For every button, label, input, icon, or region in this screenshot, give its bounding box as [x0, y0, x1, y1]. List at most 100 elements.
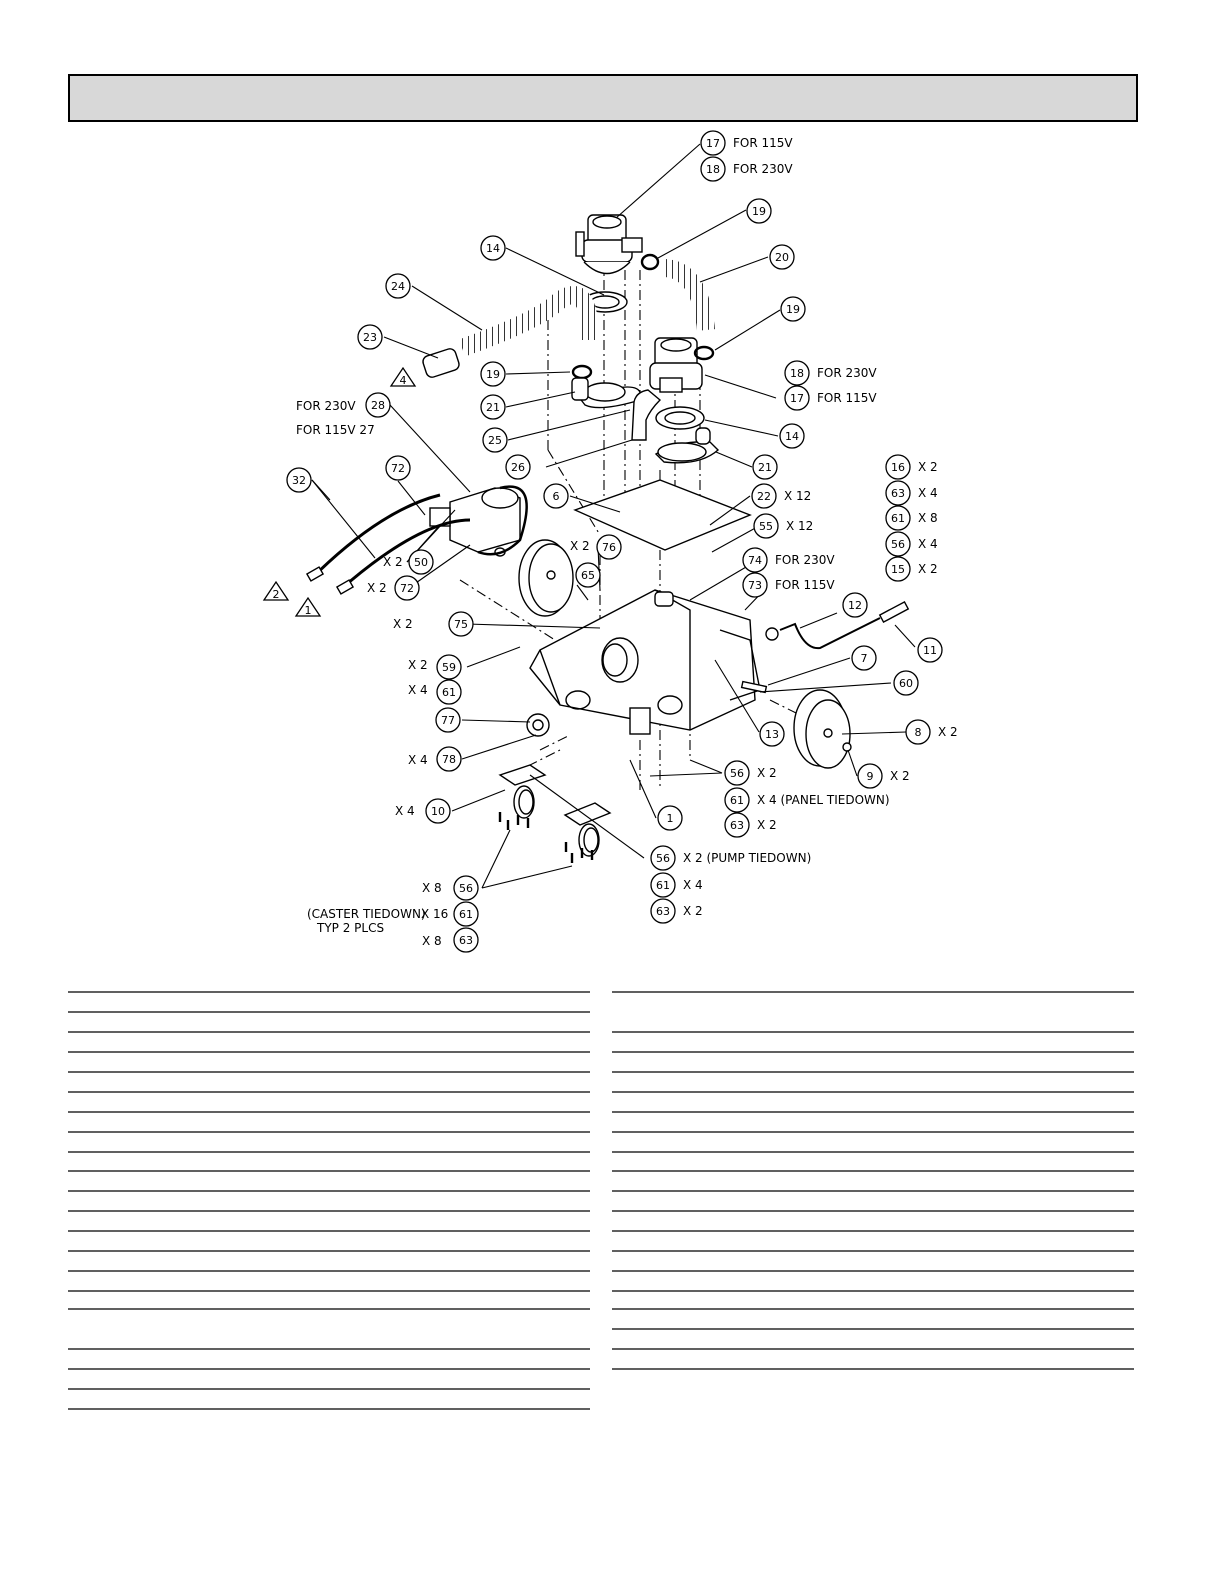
label-x2-75: X 2	[393, 617, 413, 631]
callout-note: X 2	[918, 562, 938, 576]
callout-number: 28	[371, 399, 385, 412]
panel-6	[573, 479, 752, 551]
callout-balloon-72	[394, 575, 420, 601]
triangle-label-2: 2	[273, 588, 280, 601]
callout-balloon-1	[657, 805, 683, 831]
callout-number: 11	[923, 644, 937, 657]
lower-vacuum-motor	[649, 337, 703, 393]
callout-note: X 12	[786, 519, 813, 533]
callout-number: 56	[730, 767, 744, 780]
callout-note: FOR 230V	[733, 162, 793, 176]
callout-number: 59	[442, 661, 456, 674]
callout-balloon-59	[436, 654, 462, 680]
parts-table-right	[612, 991, 1134, 1370]
callout-note: X 4	[918, 486, 938, 500]
note-triangle-2	[262, 580, 290, 601]
callout-balloon-17	[784, 385, 810, 411]
triangle-label-4: 4	[400, 374, 407, 387]
callout-number: 61	[891, 512, 905, 525]
callout-balloon-72	[385, 455, 411, 481]
callout-number: 50	[414, 556, 428, 569]
callout-number: 15	[891, 563, 905, 576]
caster-left	[498, 764, 547, 819]
callout-balloon-75	[448, 611, 474, 637]
callout-number: 6	[553, 490, 560, 503]
label-x2-50: X 2	[383, 555, 403, 569]
hose-20	[663, 259, 715, 332]
parts-table-left	[68, 991, 590, 1410]
callout-balloon-19	[780, 296, 806, 322]
callout-number: 75	[454, 618, 468, 631]
callout-number: 24	[391, 280, 405, 293]
callout-note: X 2 (PUMP TIEDOWN)	[683, 851, 811, 865]
callout-balloon-74	[742, 547, 768, 573]
callout-balloon-21	[752, 454, 778, 480]
motor-mount-plate-left	[571, 377, 641, 409]
callout-note: FOR 230V	[775, 553, 835, 567]
callout-number: 63	[891, 487, 905, 500]
callout-balloon-11	[917, 637, 943, 663]
callout-note: X 2	[890, 769, 910, 783]
callout-balloon-9	[857, 763, 883, 789]
callout-number: 61	[459, 908, 473, 921]
callout-number: 16	[891, 461, 905, 474]
callout-number: 32	[292, 474, 306, 487]
callout-balloon-61	[885, 505, 911, 531]
callout-number: 18	[790, 367, 804, 380]
callout-note: X 8	[918, 511, 938, 525]
callout-balloon-56	[885, 531, 911, 557]
label-for-230v-28: FOR 230V	[296, 399, 356, 413]
callout-balloon-12	[842, 592, 868, 618]
callout-balloon-8	[905, 719, 931, 745]
callout-number: 56	[459, 882, 473, 895]
elbow-25	[631, 389, 662, 441]
callout-balloon-14	[779, 423, 805, 449]
label-x16-61: X 16	[421, 907, 448, 921]
callout-note: X 4	[918, 537, 938, 551]
callout-number: 77	[441, 714, 455, 727]
callout-number: 60	[899, 677, 913, 690]
callout-number: 56	[891, 538, 905, 551]
callout-balloon-60	[893, 670, 919, 696]
callout-number: 13	[765, 728, 779, 741]
callout-balloon-24	[385, 273, 411, 299]
callout-number: 61	[730, 794, 744, 807]
note-triangle-4	[389, 366, 417, 387]
callout-balloon-21	[480, 394, 506, 420]
callout-balloon-61	[453, 901, 479, 927]
label-caster-tiedown: (CASTER TIEDOWN)	[307, 907, 426, 921]
callout-note: X 2	[683, 904, 703, 918]
callout-balloon-78	[436, 746, 462, 772]
hose-24	[458, 286, 599, 357]
callout-note: FOR 230V	[817, 366, 877, 380]
callout-number: 17	[790, 392, 804, 405]
callout-balloon-20	[769, 244, 795, 270]
callout-number: 22	[757, 490, 771, 503]
callout-number: 19	[486, 368, 500, 381]
upper-vacuum-motor	[575, 214, 643, 275]
label-for-115v-27: FOR 115V 27	[296, 423, 375, 437]
label-x4-10: X 4	[395, 804, 415, 818]
callout-number: 76	[602, 541, 616, 554]
caster-right	[563, 802, 612, 857]
label-typ-2-plcs: TYP 2 PLCS	[316, 921, 384, 935]
callout-note: X 2	[757, 818, 777, 832]
callout-number: 20	[775, 251, 789, 264]
note-triangle-1	[294, 596, 322, 617]
callout-balloon-15	[885, 556, 911, 582]
callout-number: 65	[581, 569, 595, 582]
callout-balloon-22	[751, 483, 777, 509]
callout-balloon-73	[742, 572, 768, 598]
callout-number: 14	[486, 242, 500, 255]
callout-balloon-19	[746, 198, 772, 224]
base-housing	[529, 589, 761, 735]
callout-balloon-18	[700, 156, 726, 182]
triangle-label-1: 1	[305, 604, 312, 617]
callout-balloon-56	[724, 760, 750, 786]
callout-balloon-77	[435, 707, 461, 733]
callout-note: FOR 115V	[733, 136, 793, 150]
callout-number: 72	[391, 462, 405, 475]
callout-number: 26	[511, 461, 525, 474]
callout-balloon-61	[724, 787, 750, 813]
